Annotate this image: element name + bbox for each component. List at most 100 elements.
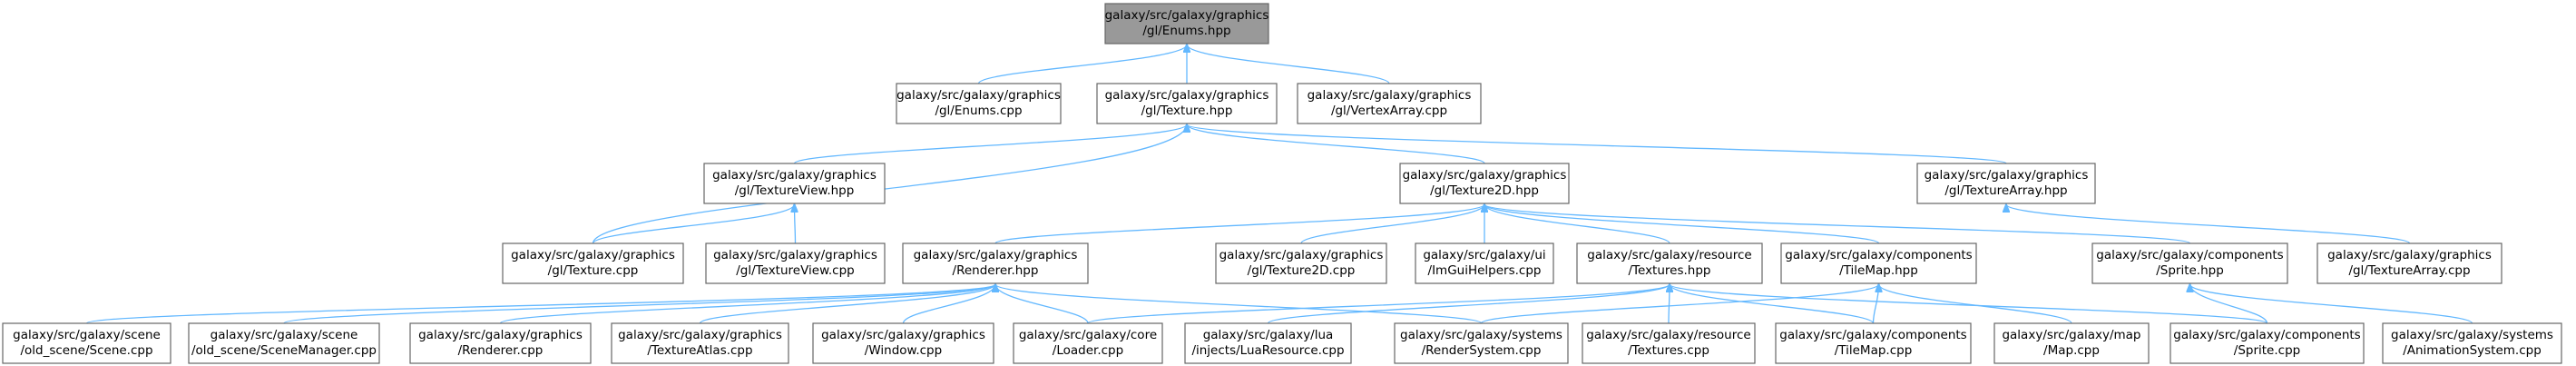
node-tilemap-hpp[interactable]: galaxy/src/galaxy/components/TileMap.hpp (1780, 242, 1977, 284)
node-label-line: galaxy/src/galaxy/scene (13, 328, 161, 342)
node-box (2170, 322, 2365, 364)
node-renderer-hpp[interactable]: galaxy/src/galaxy/graphics/Renderer.hpp (902, 242, 1089, 284)
edge-renderer-hpp-to-texture2d-hpp (994, 204, 1484, 244)
edge-texturearray-hpp-to-texture-hpp (1187, 124, 2007, 164)
node-texture-cpp[interactable]: galaxy/src/galaxy/graphics/gl/Texture.cp… (502, 242, 684, 284)
edge-texture2d-hpp-to-texture-hpp (1187, 124, 1485, 164)
node-texturearray-hpp[interactable]: galaxy/src/galaxy/graphics/gl/TextureArr… (1916, 163, 2096, 204)
node-label-line: /gl/TextureArray.cpp (2348, 263, 2470, 278)
node-box (1582, 322, 1756, 364)
node-map-cpp[interactable]: galaxy/src/galaxy/map/Map.cpp (1993, 322, 2150, 364)
node-label-line: /Map.cpp (2043, 343, 2100, 358)
edge-textureatlas-cpp-to-renderer-hpp (699, 284, 996, 324)
node-label-line: galaxy/src/galaxy/scene (211, 328, 358, 342)
node-label-line: galaxy/src/galaxy/map (2002, 328, 2140, 342)
node-luaresource-cpp[interactable]: galaxy/src/galaxy/lua/injects/LuaResourc… (1184, 322, 1352, 364)
node-label-line: /Renderer.hpp (953, 263, 1039, 278)
node-box (2382, 322, 2562, 364)
node-box (1916, 163, 2096, 204)
node-box (705, 242, 886, 284)
node-imguihelpers-cpp[interactable]: galaxy/src/galaxy/ui/ImGuiHelpers.cpp (1415, 242, 1554, 284)
node-label-line: /injects/LuaResource.cpp (1191, 343, 1344, 358)
node-box (409, 322, 592, 364)
node-texture2d-cpp[interactable]: galaxy/src/galaxy/graphics/gl/Texture2D.… (1215, 242, 1387, 284)
node-label-line: /Sprite.cpp (2234, 343, 2300, 358)
node-label-line: /old_scene/SceneManager.cpp (191, 343, 377, 358)
node-label-line: /Loader.cpp (1053, 343, 1123, 358)
node-label-line: /Textures.hpp (1629, 263, 1711, 278)
node-box (1775, 322, 1972, 364)
node-label-line: galaxy/src/galaxy/graphics (896, 88, 1061, 103)
node-sprite-cpp[interactable]: galaxy/src/galaxy/components/Sprite.cpp (2170, 322, 2365, 364)
edge-texture-cpp-to-texture-hpp (592, 124, 1188, 244)
node-textures-hpp[interactable]: galaxy/src/galaxy/resource/Textures.hpp (1576, 242, 1763, 284)
node-label-line: galaxy/src/galaxy/core (1019, 328, 1157, 342)
node-box (1013, 322, 1163, 364)
node-textureatlas-cpp[interactable]: galaxy/src/galaxy/graphics/TextureAtlas.… (611, 322, 789, 364)
node-label-line: /RenderSystem.cpp (1422, 343, 1542, 358)
node-box (1993, 322, 2150, 364)
node-box (902, 242, 1089, 284)
node-box (1394, 322, 1569, 364)
node-label-line: galaxy/src/galaxy/resource (1586, 328, 1750, 342)
node-label-line: /gl/Texture.cpp (548, 263, 639, 278)
node-box (1399, 163, 1570, 204)
node-tilemap-cpp[interactable]: galaxy/src/galaxy/components/TileMap.cpp (1775, 322, 1972, 364)
node-scene-cpp[interactable]: galaxy/src/galaxy/scene/old_scene/Scene.… (2, 322, 171, 364)
node-textureview-hpp[interactable]: galaxy/src/galaxy/graphics/gl/TextureVie… (703, 163, 886, 204)
node-texturearray-cpp[interactable]: galaxy/src/galaxy/graphics/gl/TextureArr… (2316, 242, 2503, 284)
node-label-line: galaxy/src/galaxy/graphics (1105, 8, 1269, 23)
node-texture-hpp[interactable]: galaxy/src/galaxy/graphics/gl/Texture.hp… (1096, 83, 1278, 124)
edge-textures-cpp-to-textures-hpp (1669, 284, 1670, 324)
node-texture2d-hpp[interactable]: galaxy/src/galaxy/graphics/gl/Texture2D.… (1399, 163, 1570, 204)
node-textureview-cpp[interactable]: galaxy/src/galaxy/graphics/gl/TextureVie… (705, 242, 886, 284)
node-label-line: /gl/Texture.hpp (1141, 104, 1233, 118)
node-renderer-cpp[interactable]: galaxy/src/galaxy/graphics/Renderer.cpp (409, 322, 592, 364)
node-label-line: galaxy/src/galaxy/ui (1423, 248, 1545, 262)
edges-layer (85, 45, 2473, 324)
node-loader-cpp[interactable]: galaxy/src/galaxy/core/Loader.cpp (1013, 322, 1163, 364)
node-box (1184, 322, 1352, 364)
node-label-line: /gl/TextureArray.hpp (1944, 183, 2067, 198)
node-label-line: galaxy/src/galaxy/resource (1587, 248, 1751, 262)
node-label-line: galaxy/src/galaxy/systems (2391, 328, 2553, 342)
node-window-cpp[interactable]: galaxy/src/galaxy/graphics/Window.cpp (812, 322, 994, 364)
node-label-line: /Renderer.cpp (458, 343, 544, 358)
node-enums-cpp[interactable]: galaxy/src/galaxy/graphics/gl/Enums.cpp (896, 83, 1062, 124)
node-box (1096, 83, 1278, 124)
edge-vertexarray-cpp-to-enums-hpp (1187, 45, 1390, 84)
node-box (1215, 242, 1387, 284)
node-box (703, 163, 886, 204)
edge-tilemap-cpp-to-textures-hpp (1670, 284, 1875, 324)
node-scenemanager-cpp[interactable]: galaxy/src/galaxy/scene/old_scene/SceneM… (188, 322, 380, 364)
node-label-line: /gl/VertexArray.cpp (1331, 104, 1447, 118)
node-box (1576, 242, 1763, 284)
node-box (896, 83, 1062, 124)
node-label-line: /Sprite.hpp (2156, 263, 2224, 278)
edge-sprite-hpp-to-texture2d-hpp (1484, 204, 2191, 244)
node-label-line: galaxy/src/galaxy/graphics (618, 328, 782, 342)
node-box (1780, 242, 1977, 284)
edge-scene-cpp-to-renderer-hpp (85, 284, 996, 324)
node-label-line: /gl/Texture2D.cpp (1248, 263, 1356, 278)
node-label-line: /gl/TextureView.cpp (736, 263, 855, 278)
node-label-line: galaxy/src/galaxy/systems (1400, 328, 1562, 342)
node-box (2091, 242, 2288, 284)
edge-scenemanager-cpp-to-renderer-hpp (283, 284, 995, 324)
edge-texture-cpp-to-textureview-hpp (592, 204, 795, 244)
node-box (1415, 242, 1554, 284)
node-sprite-hpp[interactable]: galaxy/src/galaxy/components/Sprite.hpp (2091, 242, 2288, 284)
node-vertexarray-cpp[interactable]: galaxy/src/galaxy/graphics/gl/VertexArra… (1297, 83, 1482, 124)
node-textures-cpp[interactable]: galaxy/src/galaxy/resource/Textures.cpp (1582, 322, 1756, 364)
node-label-line: /gl/Enums.cpp (935, 104, 1022, 118)
edge-sprite-cpp-to-textures-hpp (1670, 284, 2268, 324)
node-animationsystem-cpp[interactable]: galaxy/src/galaxy/systems/AnimationSyste… (2382, 322, 2562, 364)
node-label-line: /TileMap.cpp (1835, 343, 1913, 358)
node-rendersystem-cpp[interactable]: galaxy/src/galaxy/systems/RenderSystem.c… (1394, 322, 1569, 364)
edge-rendersystem-cpp-to-tilemap-hpp (1480, 284, 1879, 324)
edge-window-cpp-to-renderer-hpp (902, 284, 996, 324)
edge-rendersystem-cpp-to-renderer-hpp (995, 284, 1483, 324)
edge-texturearray-cpp-to-texturearray-hpp (2006, 204, 2411, 244)
node-box (1104, 3, 1269, 45)
node-label-line: galaxy/src/galaxy/graphics (1219, 248, 1384, 262)
